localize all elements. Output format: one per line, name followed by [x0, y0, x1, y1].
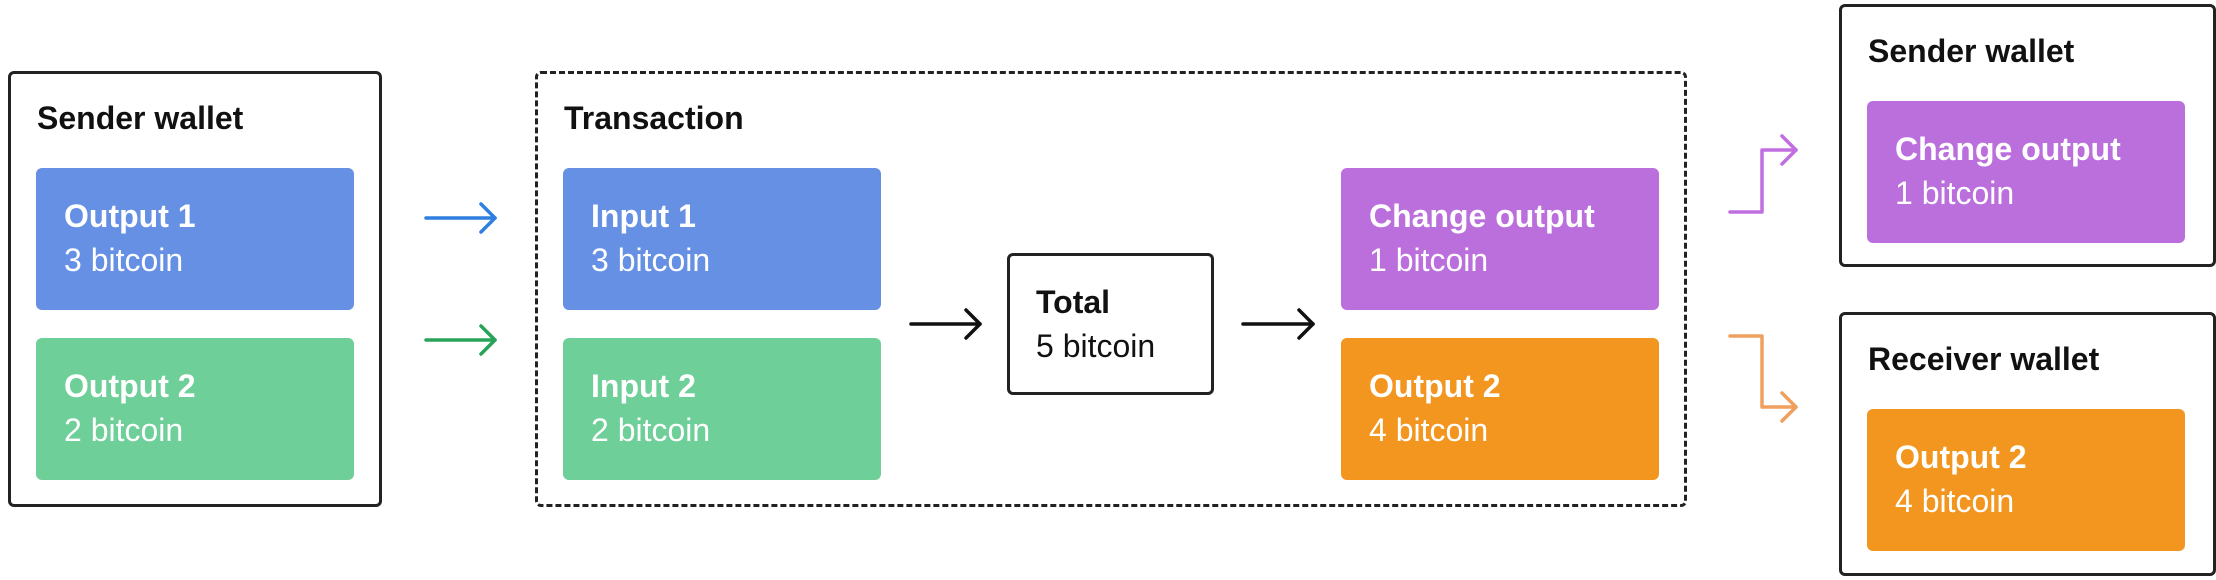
transaction-title: Transaction: [564, 100, 744, 136]
receiver-output-2-amount: 4 bitcoin: [1895, 483, 2015, 519]
sender-wallet-title: Sender wallet: [37, 100, 244, 136]
arrow-inputs-to-total: [909, 308, 982, 340]
input-1-box: Input 1 3 bitcoin: [563, 168, 881, 310]
result-sender-wallet-panel: Sender wallet Change output 1 bitcoin: [1839, 4, 2216, 267]
sender-output-2-title: Output 2: [64, 368, 196, 404]
input-2-title: Input 2: [591, 368, 696, 404]
sender-output-2-amount: 2 bitcoin: [64, 412, 184, 448]
tx-output-2-title: Output 2: [1369, 368, 1501, 404]
sender-output-1-box: Output 1 3 bitcoin: [36, 168, 354, 310]
receiver-output-2-box: Output 2 4 bitcoin: [1867, 409, 2185, 551]
tx-output-2-box: Output 2 4 bitcoin: [1341, 338, 1659, 480]
sender-output-1-amount: 3 bitcoin: [64, 242, 184, 278]
input-2-amount: 2 bitcoin: [591, 412, 711, 448]
result-change-output-box: Change output 1 bitcoin: [1867, 101, 2185, 243]
arrow-output2-to-input2: [424, 324, 497, 356]
change-output-title: Change output: [1369, 198, 1595, 234]
arrow-output2-to-receiver-wallet: [1728, 334, 1798, 423]
sender-output-2-box: Output 2 2 bitcoin: [36, 338, 354, 480]
sender-wallet-panel: Sender wallet Output 1 3 bitcoin Output …: [8, 71, 382, 507]
result-change-output-title: Change output: [1895, 131, 2121, 167]
change-output-box: Change output 1 bitcoin: [1341, 168, 1659, 310]
receiver-wallet-panel: Receiver wallet Output 2 4 bitcoin: [1839, 312, 2216, 576]
arrow-change-to-sender-wallet: [1728, 134, 1798, 214]
result-change-output-amount: 1 bitcoin: [1895, 175, 2015, 211]
input-1-amount: 3 bitcoin: [591, 242, 711, 278]
total-amount: 5 bitcoin: [1036, 328, 1156, 364]
arrow-output1-to-input1: [424, 202, 497, 234]
tx-output-2-amount: 4 bitcoin: [1369, 412, 1489, 448]
input-2-box: Input 2 2 bitcoin: [563, 338, 881, 480]
receiver-wallet-title: Receiver wallet: [1868, 341, 2100, 377]
total-title: Total: [1036, 284, 1111, 320]
result-sender-wallet-title: Sender wallet: [1868, 33, 2075, 69]
input-1-title: Input 1: [591, 198, 696, 234]
sender-output-1-title: Output 1: [64, 198, 196, 234]
change-output-amount: 1 bitcoin: [1369, 242, 1489, 278]
arrow-total-to-outputs: [1241, 308, 1315, 340]
total-box: Total 5 bitcoin: [1007, 253, 1214, 395]
receiver-output-2-title: Output 2: [1895, 439, 2027, 475]
